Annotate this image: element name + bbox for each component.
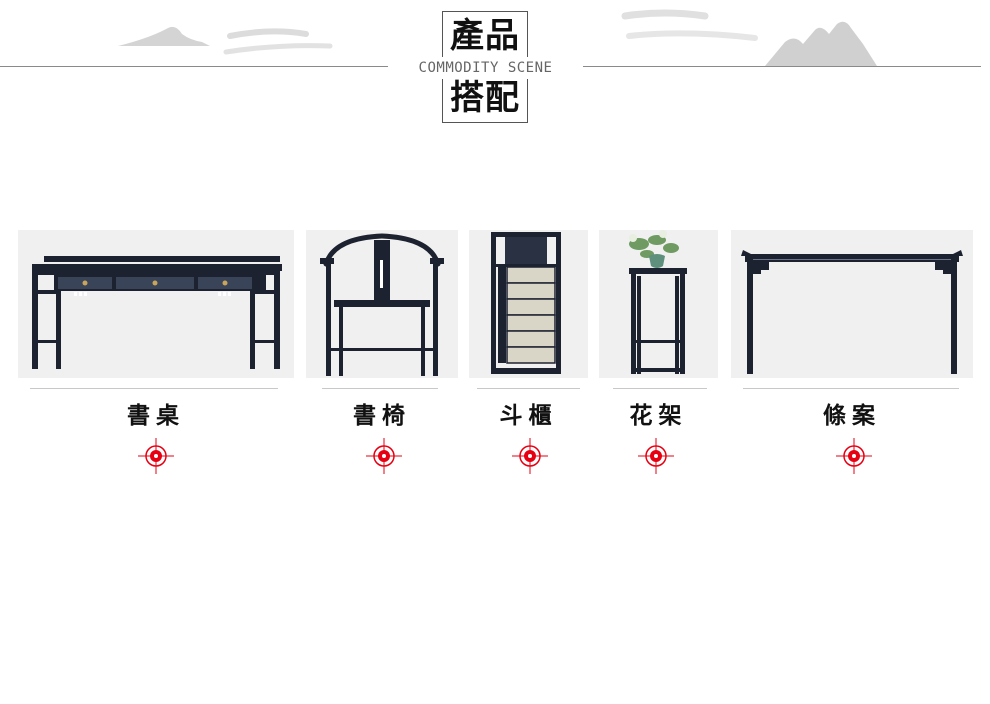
drawer-cabinet-icon (491, 232, 561, 374)
product-image-card[interactable] (469, 230, 588, 378)
title-frame: 產品 搭配 (442, 11, 528, 123)
product-underline (613, 388, 707, 389)
title-line-1: 產品 (450, 16, 520, 56)
page-header: 產品 搭配 COMMODITY SCENE (0, 0, 990, 130)
product-underline (477, 388, 580, 389)
crosshair-icon[interactable] (836, 438, 872, 474)
desk-icon (32, 256, 282, 369)
subtitle: COMMODITY SCENE (388, 57, 583, 79)
crosshair-icon[interactable] (512, 438, 548, 474)
product-name[interactable]: 書椅 (353, 402, 411, 429)
product-image-card[interactable] (18, 230, 294, 378)
header-rule-right (583, 66, 981, 67)
product-underline (322, 388, 438, 389)
crosshair-icon[interactable] (638, 438, 674, 474)
mountain-mist-right (621, 9, 877, 66)
mountain-mist-left (118, 26, 333, 55)
header-rule-left (0, 66, 388, 67)
title-line-2: 搭配 (450, 78, 520, 118)
product-underline (743, 388, 959, 389)
product-image-card[interactable] (599, 230, 718, 378)
product-name[interactable]: 花架 (629, 402, 688, 429)
product-name[interactable]: 書桌 (127, 402, 185, 429)
product-underline (30, 388, 278, 389)
crosshair-icon[interactable] (366, 438, 402, 474)
product-image-card[interactable] (731, 230, 973, 378)
console-table-icon (741, 250, 963, 374)
flower-stand-icon (629, 230, 687, 374)
crosshair-icon[interactable] (138, 438, 174, 474)
product-name[interactable]: 斗櫃 (499, 402, 558, 429)
product-name[interactable]: 條案 (823, 402, 881, 429)
chair-icon (320, 233, 444, 376)
product-image-card[interactable] (306, 230, 458, 378)
